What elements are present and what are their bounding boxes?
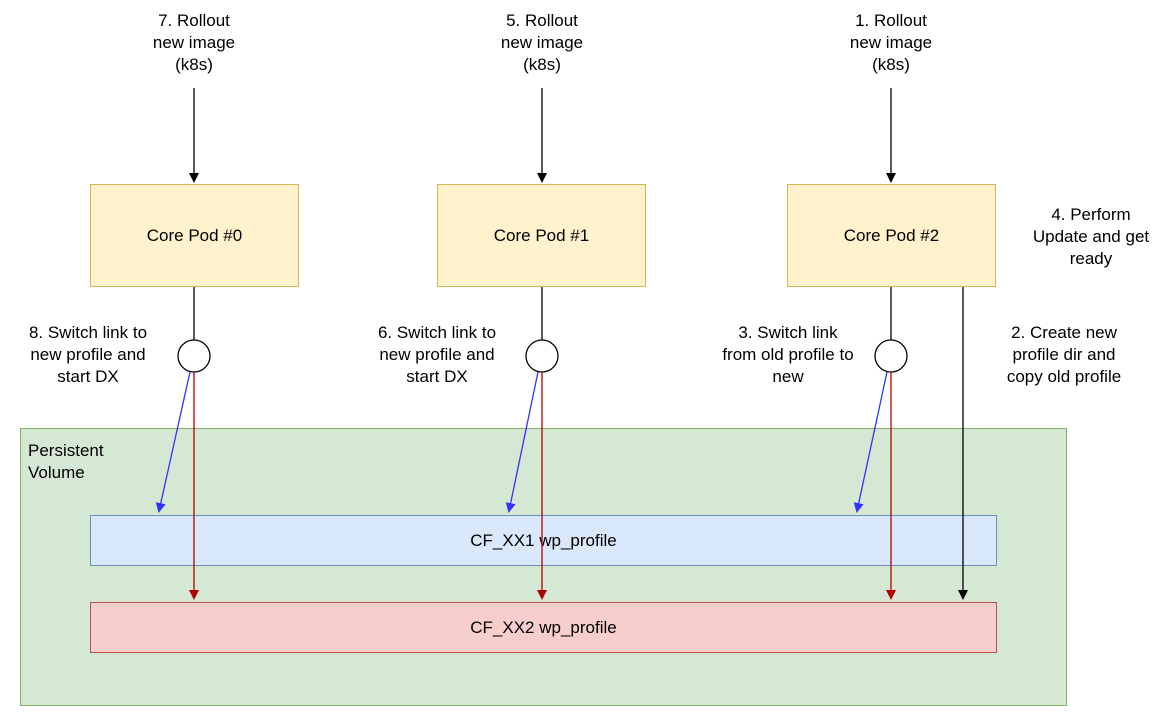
profile-xx2-label: CF_XX2 wp_profile [470,617,617,637]
core-pod-2-label: Core Pod #2 [843,225,940,245]
link-node-2 [874,339,908,373]
core-pod-1-label: Core Pod #1 [493,225,590,245]
blue-arrow-1 [505,371,539,513]
blue-arrow-0 [155,371,191,513]
persistent-volume-label: Persistent Volume [28,441,104,482]
profile-xx2: CF_XX2 wp_profile [90,602,997,653]
blue-arrow-2 [853,371,888,513]
core-pod-0-label: Core Pod #0 [146,225,243,245]
profile-xx1: CF_XX1 wp_profile [90,515,997,566]
link-node-1 [525,339,559,373]
link-node-0 [177,339,211,373]
core-pod-2: Core Pod #2 [787,184,996,287]
core-pod-1: Core Pod #1 [437,184,646,287]
profile-xx1-label: CF_XX1 wp_profile [470,530,617,550]
core-pod-0: Core Pod #0 [90,184,299,287]
